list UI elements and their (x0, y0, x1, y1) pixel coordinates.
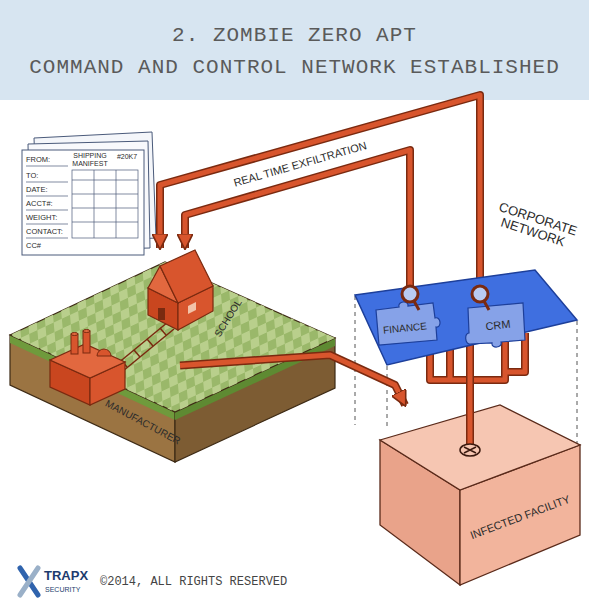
node: SCHOOL (128, 248, 238, 343)
node-label: SCHOOL (212, 297, 244, 339)
subtitle: COMMAND AND CONTROL NETWORK ESTABLISHED (29, 56, 559, 79)
node: CORPORATE NETWORK FINANCE CRM (345, 200, 585, 370)
node-label: CORPORATE NETWORK (493, 200, 578, 252)
node: CRM (465, 300, 525, 345)
node: INFECTED FACILITY (375, 405, 585, 600)
manifest-text: DATE: (26, 186, 48, 194)
manifest-text: ACCT#: (26, 200, 53, 208)
manifest-text: #20K7 (117, 153, 137, 161)
manifest-text: FROM: (26, 156, 50, 164)
footer-text: ©2014, ALL RIGHTS RESERVED (100, 576, 287, 589)
node-label: MANUFACTURER (104, 398, 183, 447)
manifest-text: SHIPPING MANIFEST (68, 152, 112, 167)
manifest-papers (22, 132, 156, 255)
edge-label: REAL TIME EXFILTRATION (230, 139, 370, 190)
connector-outline (466, 370, 474, 405)
manifest-text: CONTACT: (26, 228, 63, 236)
connector-arrow (185, 150, 410, 300)
manifest-text: TO: (26, 172, 38, 180)
footer-text: SECURITY (45, 586, 80, 594)
node: MANUFACTURER (45, 330, 180, 448)
title: 2. ZOMBIE ZERO APT (172, 24, 417, 47)
connector-arrow (468, 370, 473, 405)
footer-text: TRAPX (44, 569, 88, 583)
manifest-text: WEIGHT: (26, 214, 57, 222)
connector-arrow (160, 95, 480, 300)
connector-outline (180, 355, 405, 405)
connector-arrow (180, 355, 405, 405)
node: FINANCE (373, 300, 438, 345)
trapx-logo (20, 568, 38, 595)
manifest-text: CC# (26, 242, 41, 250)
connector-outline (160, 95, 480, 300)
header-band (0, 0, 589, 100)
